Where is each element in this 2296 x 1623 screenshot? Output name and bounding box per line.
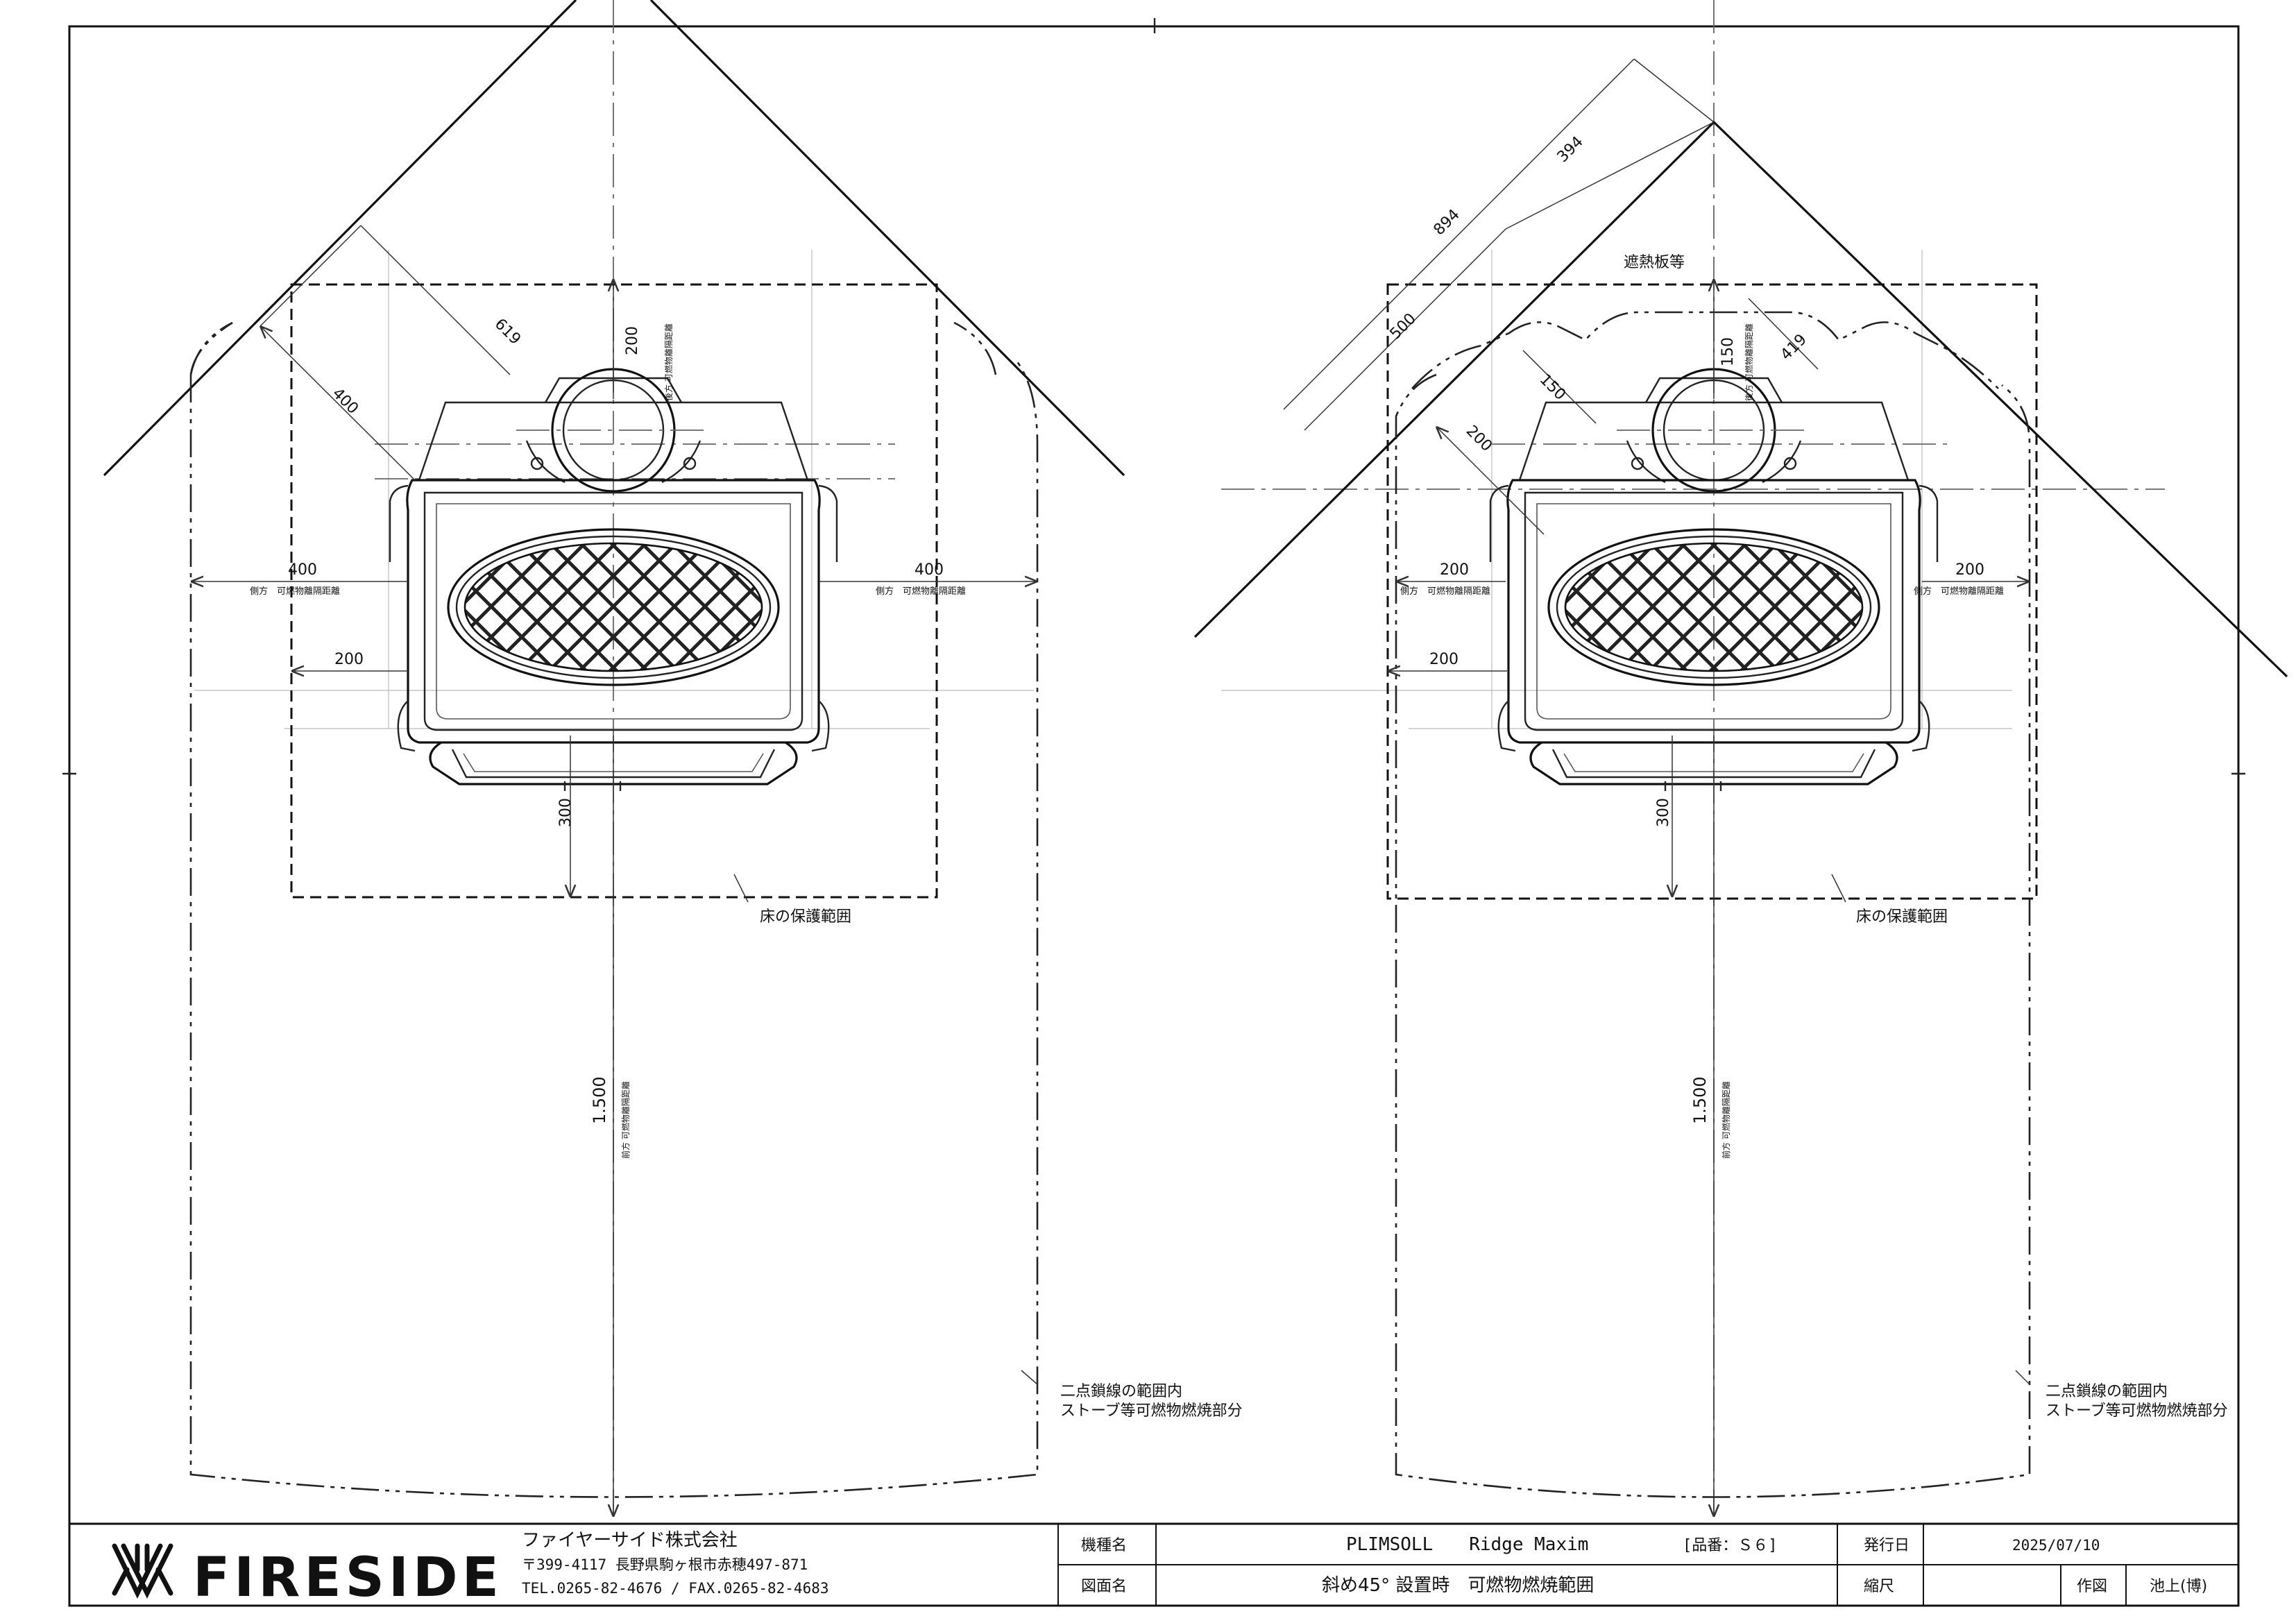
front-clearance-label: 前方 可燃物離隔距離 (1721, 1081, 1731, 1159)
model-value: PLIMSOLL Ridge Maxim (1346, 1534, 1588, 1555)
combustion-note-line1: 二点鎖線の範囲内 (1060, 1383, 1182, 1400)
dim-200-side: 200 (1429, 651, 1459, 668)
company-address: 〒399-4117 長野県駒ヶ根市赤穂497-871 (522, 1556, 808, 1573)
dim-1500: 1.500 (1690, 1076, 1710, 1124)
left-view: 619 400 200 後方 可燃物離隔距離 400 側方 可燃物離隔距離 40… (103, 0, 1243, 1517)
drawing-name-label: 図面名 (1081, 1578, 1127, 1595)
model-label: 機種名 (1081, 1537, 1127, 1554)
dim-400-right: 400 (915, 561, 944, 579)
drawn-by-value: 池上(博) (2150, 1578, 2207, 1595)
rear-clearance-label: 後方 可燃物離隔距離 (1744, 323, 1754, 401)
floor-protection-label: 床の保護範囲 (760, 908, 851, 926)
dim-200-rear: 200 (624, 326, 641, 355)
dim-300: 300 (1655, 798, 1672, 827)
fireside-logo-icon (112, 1543, 173, 1599)
drawn-by-label: 作図 (2077, 1578, 2107, 1595)
side-clearance-label-right: 側方 可燃物離隔距離 (876, 586, 966, 597)
dim-1500: 1.500 (590, 1076, 609, 1124)
title-block: FIRESIDE ファイヤーサイド株式会社 〒399-4117 長野県駒ヶ根市赤… (69, 1522, 2238, 1609)
issue-date-value: 2025/07/10 (2012, 1537, 2100, 1554)
dim-200-left: 200 (1440, 561, 1469, 579)
combustion-note-line2: ストーブ等可燃物燃焼部分 (1060, 1402, 1243, 1420)
floor-protection-label: 床の保護範囲 (1856, 908, 1948, 926)
company-phone-fax: TEL.0265-82-4676 / FAX.0265-82-4683 (522, 1580, 829, 1597)
side-clearance-label-left: 側方 可燃物離隔距離 (250, 586, 340, 597)
side-clearance-label-right: 側方 可燃物離隔距離 (1914, 586, 2004, 597)
dim-400-left: 400 (288, 561, 317, 579)
dim-150-diagonal: 150 (1536, 371, 1569, 404)
dim-400-diagonal: 400 (329, 385, 362, 418)
drawing-name-value: 斜め45° 設置時 可燃物燃焼範囲 (1322, 1575, 1594, 1596)
rear-clearance-label: 後方 可燃物離隔距離 (663, 323, 674, 401)
dim-500: 500 (1387, 310, 1420, 343)
issue-date-label: 発行日 (1864, 1537, 1910, 1554)
dim-419: 419 (1778, 331, 1810, 364)
dim-200-diagonal: 200 (1463, 423, 1495, 455)
combustion-note-line1: 二点鎖線の範囲内 (2046, 1383, 2168, 1400)
dim-200-right: 200 (1955, 561, 1984, 579)
side-clearance-label-left: 側方 可燃物離隔距離 (1400, 586, 1490, 597)
dim-200-side: 200 (334, 651, 364, 668)
combustion-note-line2: ストーブ等可燃物燃焼部分 (2046, 1402, 2228, 1420)
company-name: ファイヤーサイド株式会社 (522, 1530, 738, 1551)
dim-300: 300 (557, 798, 575, 827)
scale-label: 縮尺 (1864, 1578, 1894, 1595)
dim-394: 394 (1554, 133, 1587, 166)
right-view: 894 394 500 150 200 150 後方 可燃物離隔距離 419 遮… (1193, 0, 2288, 1517)
fireside-logo-text: FIRESIDE (193, 1547, 503, 1609)
heat-shield-label: 遮熱板等 (1624, 254, 1685, 271)
dim-619: 619 (491, 316, 524, 348)
dim-150-rear: 150 (1719, 337, 1737, 366)
front-clearance-label: 前方 可燃物離隔距離 (620, 1081, 631, 1159)
part-number: [品番：Ｓ６] (1683, 1537, 1778, 1554)
